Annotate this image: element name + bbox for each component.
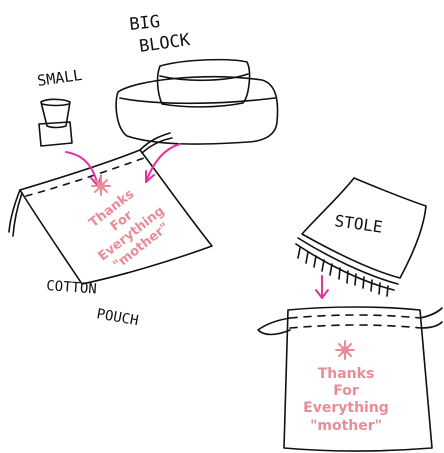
big-block xyxy=(116,60,277,144)
big-label: BIG xyxy=(128,12,161,35)
pouch-label: POUCH xyxy=(95,306,139,329)
stole xyxy=(296,178,426,296)
block-label: BLOCK xyxy=(138,30,192,57)
pouch-print-line3: Everything xyxy=(303,400,389,416)
cotton-label: COTTON xyxy=(46,278,98,297)
pouch-print-line4: "mother" xyxy=(310,418,382,434)
pouch-print-line2: For xyxy=(333,383,359,399)
pouch-print-line1: Thanks xyxy=(318,366,375,382)
flower-icon xyxy=(336,341,354,359)
flower-icon xyxy=(92,177,110,195)
small-block xyxy=(39,99,72,146)
stole-label: STOLE xyxy=(333,211,383,237)
small-label: SMALL xyxy=(36,66,83,90)
